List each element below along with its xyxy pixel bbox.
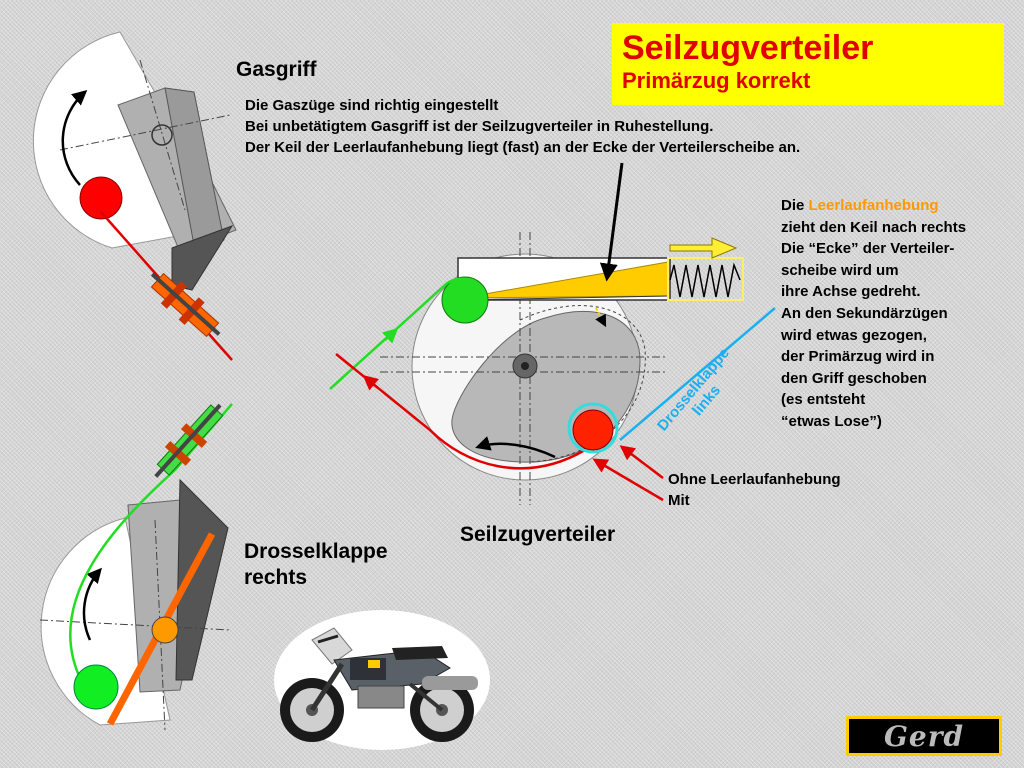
verteiler-rotation-arrow bbox=[475, 436, 556, 459]
callout-arrow-keil bbox=[599, 162, 624, 282]
note-line: Die Leerlaufanhebung bbox=[781, 195, 966, 217]
legend-ohne: Ohne Leerlaufanhebung bbox=[668, 471, 841, 488]
gasgriff-rotation-arrow bbox=[61, 90, 88, 186]
description-block: Die Gaszüge sind richtig eingestellt Bei… bbox=[245, 95, 800, 158]
note-line: wird etwas gezogen, bbox=[781, 326, 927, 344]
label-gasgriff: Gasgriff bbox=[236, 58, 317, 81]
note-line: (es entsteht bbox=[781, 391, 866, 409]
label-drossel-line: Drosselklappe bbox=[244, 540, 388, 563]
seilzugverteiler-group bbox=[329, 162, 776, 505]
note-line: zieht den Keil nach rechts bbox=[781, 218, 967, 236]
verteiler-red-nipple bbox=[572, 409, 614, 451]
drossel-rechts-secondary-cable bbox=[69, 403, 233, 683]
drossel-rechts-bracket bbox=[175, 478, 229, 681]
drossel-links-cable bbox=[619, 307, 776, 441]
title-box: Seilzugverteiler Primärzug korrekt bbox=[612, 23, 1004, 105]
keil-spring bbox=[669, 262, 741, 298]
label-seilzugverteiler: Seilzugverteiler bbox=[460, 523, 616, 546]
legend-mit: Mit bbox=[668, 492, 690, 509]
logo-text: Gerd bbox=[883, 719, 965, 753]
page-subtitle: Primärzug korrekt bbox=[622, 68, 811, 93]
drossel-rechts-rotation-arrow bbox=[82, 567, 102, 641]
label-drosselklappe-rechts: Drosselklappe rechts bbox=[244, 539, 388, 591]
verteiler-green-nipple bbox=[441, 276, 489, 324]
gerd-logo: Gerd bbox=[846, 716, 1002, 756]
label-drossel-line: rechts bbox=[244, 566, 308, 589]
description-line: Bei unbetätigtem Gasgriff ist der Seilzu… bbox=[245, 118, 714, 135]
note-line: An den Sekundärzügen bbox=[781, 304, 948, 322]
page-title: Seilzugverteiler bbox=[622, 29, 874, 67]
drossel-rechts-cable-nipple bbox=[73, 664, 119, 710]
callout-arrow-ohne bbox=[619, 445, 664, 479]
leerlauf-note: Die Leerlaufanhebung zieht den Keil nach… bbox=[781, 195, 966, 433]
gasgriff-group bbox=[32, 31, 237, 361]
leerlauf-direction-arrow bbox=[669, 237, 738, 259]
gasgriff-bracket-plate bbox=[171, 225, 234, 291]
verteiler-primary-cable bbox=[335, 353, 586, 470]
gasgriff-adjuster bbox=[150, 272, 221, 338]
drossel-rechts-adjuster bbox=[154, 403, 224, 478]
motorcycle-icon bbox=[274, 610, 490, 750]
note-line: den Griff geschoben bbox=[781, 369, 927, 387]
note-line: der Primärzug wird in bbox=[781, 348, 935, 366]
legend: Ohne Leerlaufanhebung Mit bbox=[668, 469, 841, 511]
note-line: Die “Ecke” der Verteiler- bbox=[781, 240, 955, 258]
gasgriff-cable-nipple bbox=[79, 176, 123, 220]
gasgriff-bracket bbox=[164, 87, 225, 257]
drossel-rechts-group bbox=[39, 403, 233, 731]
verteiler-scheibe-rotated bbox=[519, 305, 646, 463]
verteiler-red-nipple-ohne bbox=[567, 402, 619, 454]
note-line: “etwas Lose”) bbox=[781, 412, 882, 430]
description-line: Der Keil der Leerlaufanhebung liegt (fas… bbox=[245, 139, 801, 156]
note-intro: Die bbox=[781, 197, 809, 214]
description-line: Die Gaszüge sind richtig eingestellt bbox=[245, 97, 499, 114]
note-line: ihre Achse gedreht. bbox=[781, 283, 921, 301]
note-line: scheibe wird um bbox=[781, 261, 899, 279]
gasgriff-axis bbox=[151, 124, 173, 146]
verteiler-secondary-cable bbox=[329, 277, 477, 390]
drossel-rechts-axis bbox=[151, 616, 179, 644]
note-highlight: Leerlaufanhebung bbox=[808, 197, 939, 214]
callout-arrow-mit bbox=[592, 458, 664, 502]
